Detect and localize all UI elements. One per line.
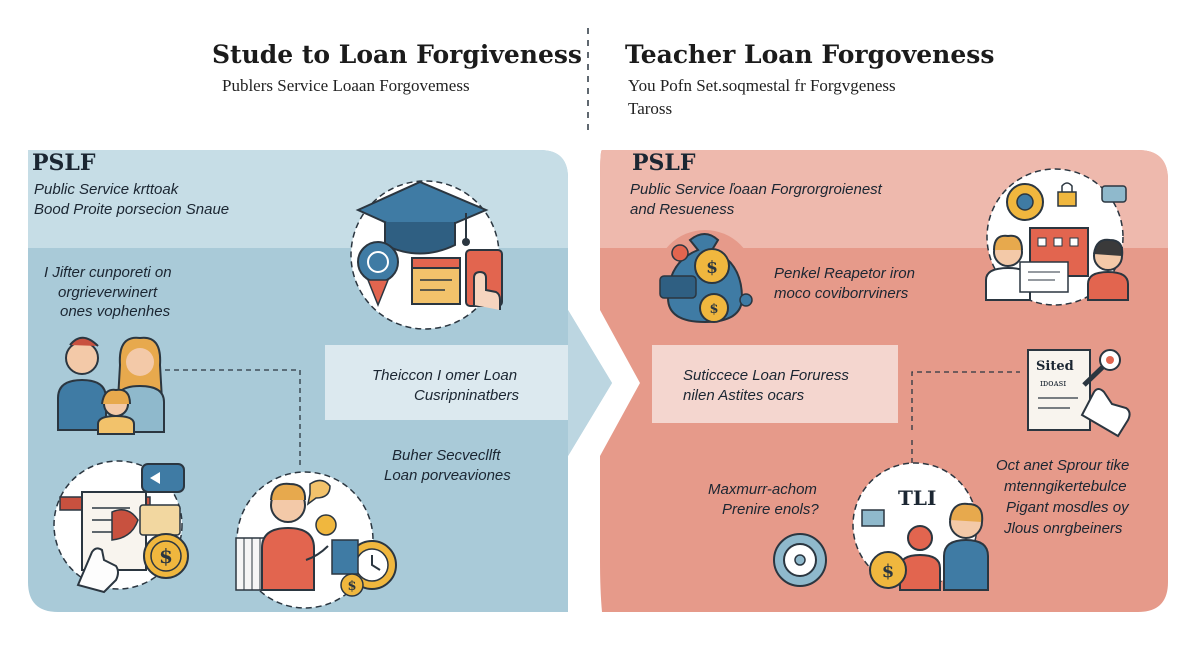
right-intro-line2: and Resueness: [630, 201, 735, 218]
svg-text:$: $: [347, 579, 356, 594]
document-hand-icon: [76, 491, 147, 594]
connector-left-1: [165, 369, 301, 465]
gear-icon: [1006, 183, 1044, 221]
graduation-cluster: [350, 180, 503, 330]
graduation-cap-icon: [355, 180, 489, 255]
calendar-icon: [411, 257, 461, 305]
right-block2-line2: Prenire enols?: [722, 501, 819, 518]
right-subtitle-line2: Taross: [628, 99, 673, 118]
left-arrow-line1: Theiccon I omer Loan: [372, 367, 518, 384]
svg-text:$: $: [882, 561, 895, 582]
center-chevron: [568, 310, 612, 456]
person-coins-cluster: $: [235, 471, 397, 609]
family-icon: [57, 336, 165, 435]
left-block2-line2: Loan porveaviones: [384, 467, 511, 484]
connector-right-1: [911, 371, 1020, 430]
svg-text:$: $: [709, 302, 718, 317]
person-coins-icon: [261, 482, 329, 591]
left-intro-line1: Public Service krttoak: [34, 181, 179, 198]
people-group-icon: $: [869, 502, 989, 591]
money-bag-icon: $ $: [659, 233, 753, 324]
right-block3-line3: Pigant mosdles oy: [1006, 499, 1129, 516]
right-subtitle-line1: You Pofn Set.soqmestal fr Forgvgeness: [628, 76, 896, 95]
right-panel-heading: PSLF: [632, 150, 696, 176]
clock-coin-icon: $: [331, 539, 397, 597]
right-arrow-box: [652, 345, 898, 423]
left-title: Stude to Loan Forgiveness: [212, 40, 582, 69]
lock-icon: [1057, 182, 1077, 207]
right-block1-line2: moco coviborrviners: [774, 285, 909, 302]
magic-wand-icon: [1082, 349, 1121, 387]
left-intro-line2: Bood Proite porsecion Snaue: [34, 201, 230, 218]
left-block1-line3: ones vophenhes: [60, 303, 171, 320]
right-arrow-line1: Suticcece Loan Foruress: [683, 367, 849, 384]
certificate-icon: [1027, 349, 1131, 438]
left-block1-line2: orgrieverwinert: [58, 284, 158, 301]
left-panel-heading: PSLF: [32, 150, 96, 176]
left-block2-line1: Buher Secvecllft: [392, 447, 501, 464]
left-arrow-box: [325, 345, 570, 420]
right-block3-line1: Oct anet Sprour tike: [996, 457, 1130, 474]
teacher-icon: [985, 234, 1129, 301]
left-arrow-line2: Cusripninatbers: [414, 387, 520, 404]
right-block3-line2: mtenngikertebulce: [1004, 478, 1127, 495]
certificate-sublabel: ɪᴅᴏᴀsɪ: [1040, 379, 1067, 389]
left-subtitle: Publers Service Loaan Forgovemess: [222, 76, 470, 95]
certificate-label: Sited: [1036, 359, 1074, 374]
right-block2-line1: Maxmurr-achom: [708, 481, 817, 498]
school-cluster: [985, 168, 1129, 306]
right-block3-line4: Jlous onrgbeiners: [1004, 520, 1123, 537]
svg-text:$: $: [159, 544, 173, 568]
award-badge-icon: [357, 241, 399, 308]
badge-label: TLI: [898, 486, 937, 510]
right-block1-line1: Penkel Reapetor iron: [774, 265, 915, 282]
compass-icon: [773, 533, 827, 587]
svg-text:$: $: [706, 258, 718, 278]
right-intro-line1: Public Service ľoaan Forgrorgroienest: [630, 181, 882, 198]
hand-tap-icon: [465, 249, 503, 310]
money-cluster: $ $: [655, 230, 755, 330]
dollar-coin-icon: $: [143, 533, 189, 579]
people-cluster: $: [773, 462, 989, 591]
document-cluster: $: [53, 460, 189, 594]
left-block1-line1: I Jifter cunporeti on: [44, 264, 172, 281]
right-title: Teacher Loan Forgoveness: [625, 40, 995, 69]
right-arrow-line2: nilen Astites ocars: [683, 387, 805, 404]
